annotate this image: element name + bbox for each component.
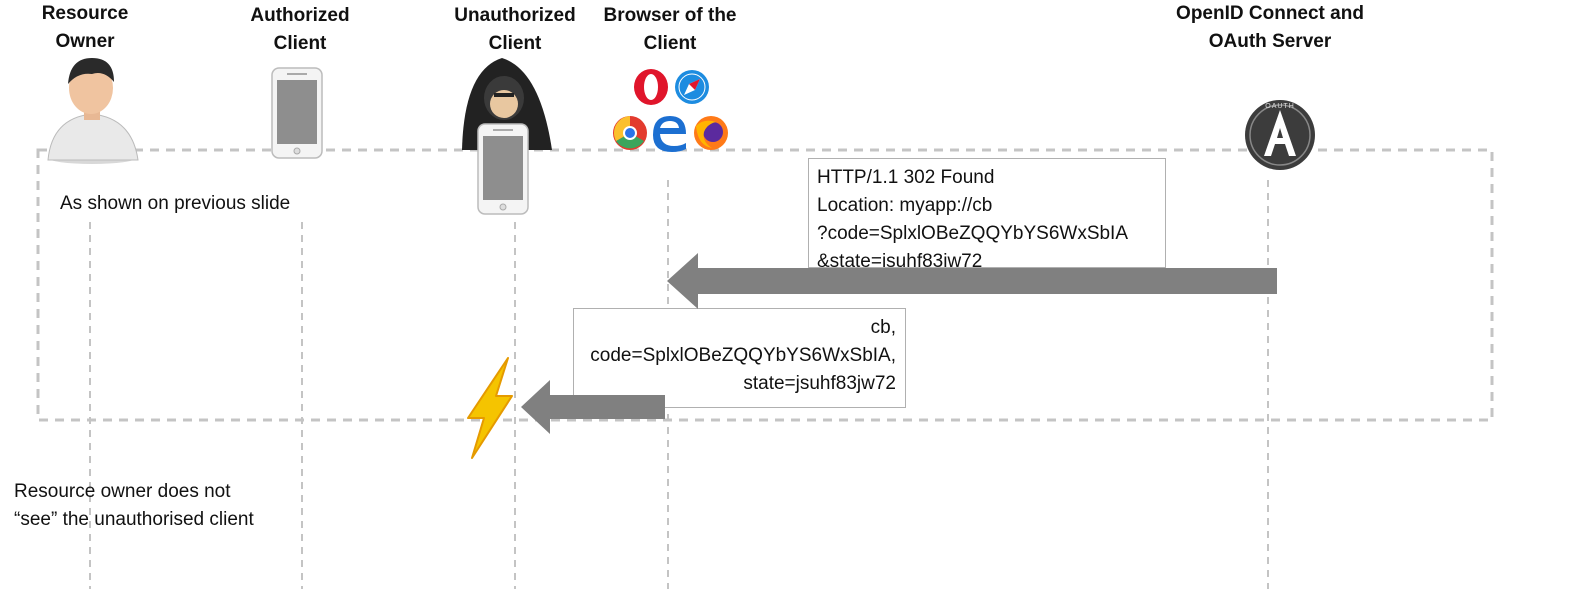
callback-message-box: cb, code=SplxlOBeZQQYbYS6WxSbIA, state=j… (573, 308, 906, 408)
phone-icon (271, 67, 323, 159)
previous-slide-note: As shown on previous slide (60, 193, 291, 214)
opera-icon (634, 69, 668, 105)
redirect-line-code: ?code=SplxlOBeZQQYbYS6WxSbIA (817, 223, 1129, 244)
scope-frame (36, 148, 1494, 422)
callback-line-code: code=SplxlOBeZQQYbYS6WxSbIA, (590, 345, 896, 366)
oauth-logo-icon (1245, 100, 1315, 170)
phone-icon (477, 123, 529, 215)
redirect-line-location: Location: myapp://cb (817, 195, 993, 216)
redirect-line-status: HTTP/1.1 302 Found (817, 167, 995, 188)
callback-line-state: state=jsuhf83jw72 (743, 373, 896, 394)
callback-arrow (521, 380, 665, 434)
lightning-icon (467, 357, 513, 459)
oauth-logo-text: OAUTH (1265, 103, 1295, 110)
safari-icon (675, 70, 709, 104)
redirect-message-box: HTTP/1.1 302 Found Location: myapp://cb … (808, 158, 1166, 268)
redirect-arrow (667, 253, 1277, 309)
edge-icon (653, 116, 686, 152)
redirect-line-state: &state=jsuhf83jw72 (817, 251, 983, 268)
owner-note: Resource owner does not “see” the unauth… (14, 481, 254, 530)
firefox-icon (694, 116, 728, 150)
person-icon (47, 58, 139, 164)
chrome-icon (613, 116, 647, 150)
callback-line-cb: cb, (870, 317, 896, 338)
